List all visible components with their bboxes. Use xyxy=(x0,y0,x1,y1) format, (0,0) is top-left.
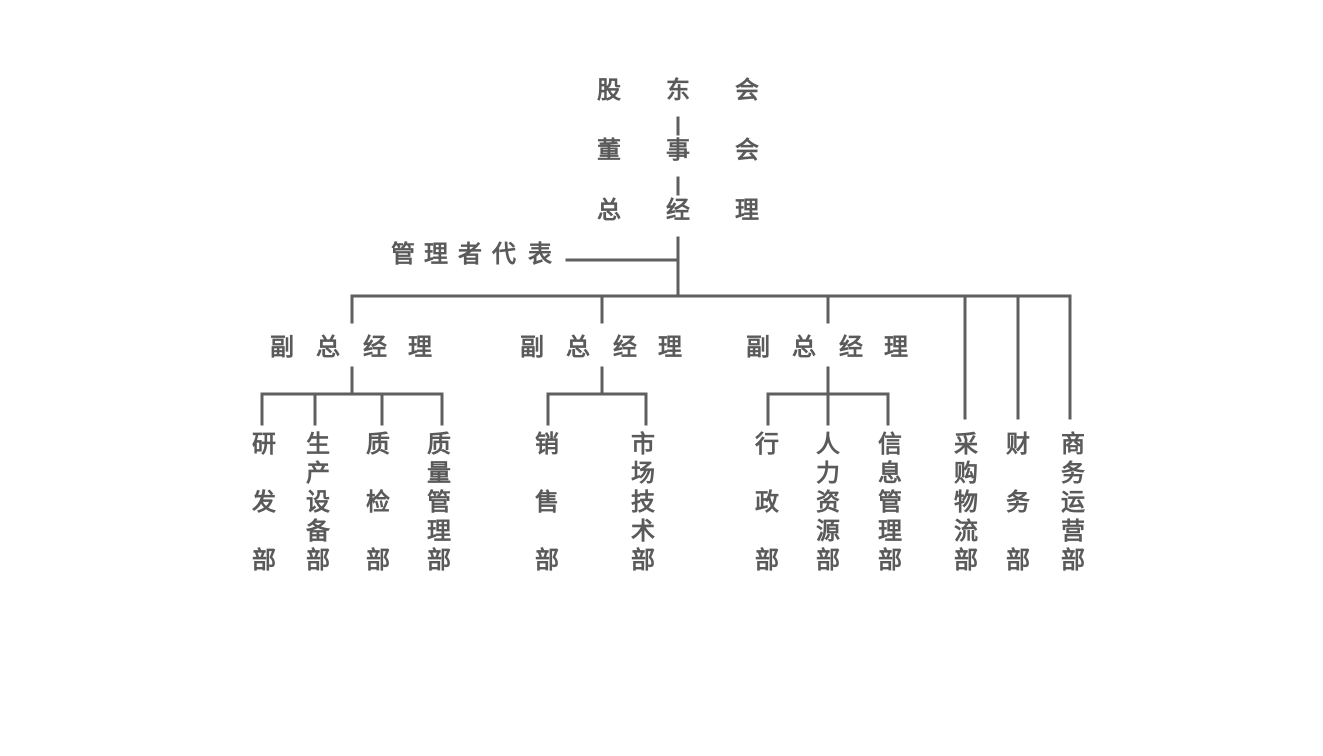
dept-procurement-logistics-char-2: 购 xyxy=(954,459,978,487)
board-char-1: 董 xyxy=(597,136,621,164)
dept-sales-char-1: 销 xyxy=(535,430,559,458)
dept-business-operations-char-5: 部 xyxy=(1061,546,1085,574)
dept-quality-inspection-char-2: 检 xyxy=(366,488,390,516)
deputy-gm-2-char-3: 经 xyxy=(613,333,637,361)
dept-production-equipment-char-1: 生 xyxy=(306,430,330,458)
dept-business-operations-char-1: 商 xyxy=(1061,430,1085,458)
dept-finance-char-2: 务 xyxy=(1006,488,1030,516)
dept-market-tech-char-4: 术 xyxy=(631,517,655,545)
deputy-gm-3-char-1: 副 xyxy=(746,333,770,361)
management-representative-char-3: 者 xyxy=(458,240,482,268)
dept-human-resources-char-2: 力 xyxy=(816,459,840,487)
deputy-gm-1-char-1: 副 xyxy=(270,333,294,361)
general-manager-char-1: 总 xyxy=(597,196,621,224)
dept-information-management: 信 息 管 理 部 xyxy=(877,430,903,575)
dept-quality-management-char-5: 部 xyxy=(427,546,451,574)
dept-rd-char-1: 研 xyxy=(252,430,276,458)
deputy-gm-1-char-4: 理 xyxy=(408,333,432,361)
dept-procurement-logistics-char-1: 采 xyxy=(954,430,978,458)
dept-human-resources-char-4: 源 xyxy=(816,517,840,545)
dept-information-management-char-2: 息 xyxy=(878,459,902,487)
board-char-3: 会 xyxy=(735,136,759,164)
dept-human-resources: 人 力 资 源 部 xyxy=(815,430,841,575)
management-representative-char-4: 代 xyxy=(492,240,516,268)
dept-sales-char-2: 售 xyxy=(535,488,559,516)
dept-market-tech-char-1: 市 xyxy=(631,430,655,458)
dept-finance-char-3: 部 xyxy=(1006,546,1030,574)
dept-human-resources-char-1: 人 xyxy=(816,430,840,458)
deputy-gm-1-char-2: 总 xyxy=(316,333,340,361)
board-char-2: 事 xyxy=(666,136,690,164)
deputy-gm-2-char-4: 理 xyxy=(658,333,682,361)
dept-business-operations-char-4: 营 xyxy=(1061,517,1085,545)
dept-human-resources-char-3: 资 xyxy=(816,488,840,516)
dept-quality-inspection-char-1: 质 xyxy=(366,430,390,458)
dept-procurement-logistics-char-4: 流 xyxy=(954,517,978,545)
dept-procurement-logistics-char-3: 物 xyxy=(954,488,978,516)
dept-market-tech: 市 场 技 术 部 xyxy=(630,430,656,575)
dept-administration: 行 政 部 xyxy=(754,430,780,575)
dept-quality-management-char-2: 量 xyxy=(427,459,451,487)
shareholders-char-2: 东 xyxy=(666,76,690,104)
shareholders-char-3: 会 xyxy=(735,76,759,104)
dept-procurement-logistics-char-5: 部 xyxy=(954,546,978,574)
deputy-gm-3-char-3: 经 xyxy=(839,333,863,361)
dept-business-operations-char-2: 务 xyxy=(1061,459,1085,487)
dept-information-management-char-3: 管 xyxy=(878,488,902,516)
dept-market-tech-char-3: 技 xyxy=(631,488,655,516)
dept-administration-char-2: 政 xyxy=(755,488,779,516)
dept-quality-inspection-char-3: 部 xyxy=(366,546,390,574)
dept-quality-management: 质 量 管 理 部 xyxy=(426,430,452,575)
shareholders-char-1: 股 xyxy=(597,76,621,104)
dept-information-management-char-5: 部 xyxy=(878,546,902,574)
dept-rd-char-3: 部 xyxy=(252,546,276,574)
dept-business-operations-char-3: 运 xyxy=(1061,488,1085,516)
deputy-gm-2-char-2: 总 xyxy=(566,333,590,361)
general-manager-char-3: 理 xyxy=(735,196,759,224)
dept-quality-management-char-1: 质 xyxy=(427,430,451,458)
dept-production-equipment-char-2: 产 xyxy=(306,459,330,487)
dept-sales-char-3: 部 xyxy=(535,546,559,574)
dept-production-equipment: 生 产 设 备 部 xyxy=(305,430,331,575)
dept-rd: 研 发 部 xyxy=(251,430,277,575)
management-representative-char-2: 理 xyxy=(424,240,448,268)
deputy-gm-1-char-3: 经 xyxy=(363,333,387,361)
dept-rd-char-2: 发 xyxy=(252,488,276,516)
dept-sales: 销 售 部 xyxy=(534,430,560,575)
deputy-gm-2-char-1: 副 xyxy=(520,333,544,361)
dept-quality-inspection: 质 检 部 xyxy=(365,430,391,575)
dept-information-management-char-4: 理 xyxy=(878,517,902,545)
deputy-gm-3-char-4: 理 xyxy=(884,333,908,361)
dept-information-management-char-1: 信 xyxy=(878,430,902,458)
management-representative-char-1: 管 xyxy=(391,240,415,268)
general-manager-char-2: 经 xyxy=(666,196,690,224)
dept-market-tech-char-5: 部 xyxy=(631,546,655,574)
dept-finance: 财 务 部 xyxy=(1005,430,1031,575)
dept-quality-management-char-3: 管 xyxy=(427,488,451,516)
dept-quality-management-char-4: 理 xyxy=(427,517,451,545)
dept-production-equipment-char-5: 部 xyxy=(306,546,330,574)
dept-business-operations: 商 务 运 营 部 xyxy=(1060,430,1086,575)
dept-production-equipment-char-4: 备 xyxy=(306,517,330,545)
management-representative-char-5: 表 xyxy=(528,240,552,268)
dept-administration-char-3: 部 xyxy=(755,546,779,574)
deputy-gm-3-char-2: 总 xyxy=(792,333,816,361)
dept-production-equipment-char-3: 设 xyxy=(306,488,330,516)
dept-procurement-logistics: 采 购 物 流 部 xyxy=(953,430,979,575)
dept-administration-char-1: 行 xyxy=(755,430,779,458)
dept-human-resources-char-5: 部 xyxy=(816,546,840,574)
dept-finance-char-1: 财 xyxy=(1006,430,1030,458)
dept-market-tech-char-2: 场 xyxy=(631,459,655,487)
